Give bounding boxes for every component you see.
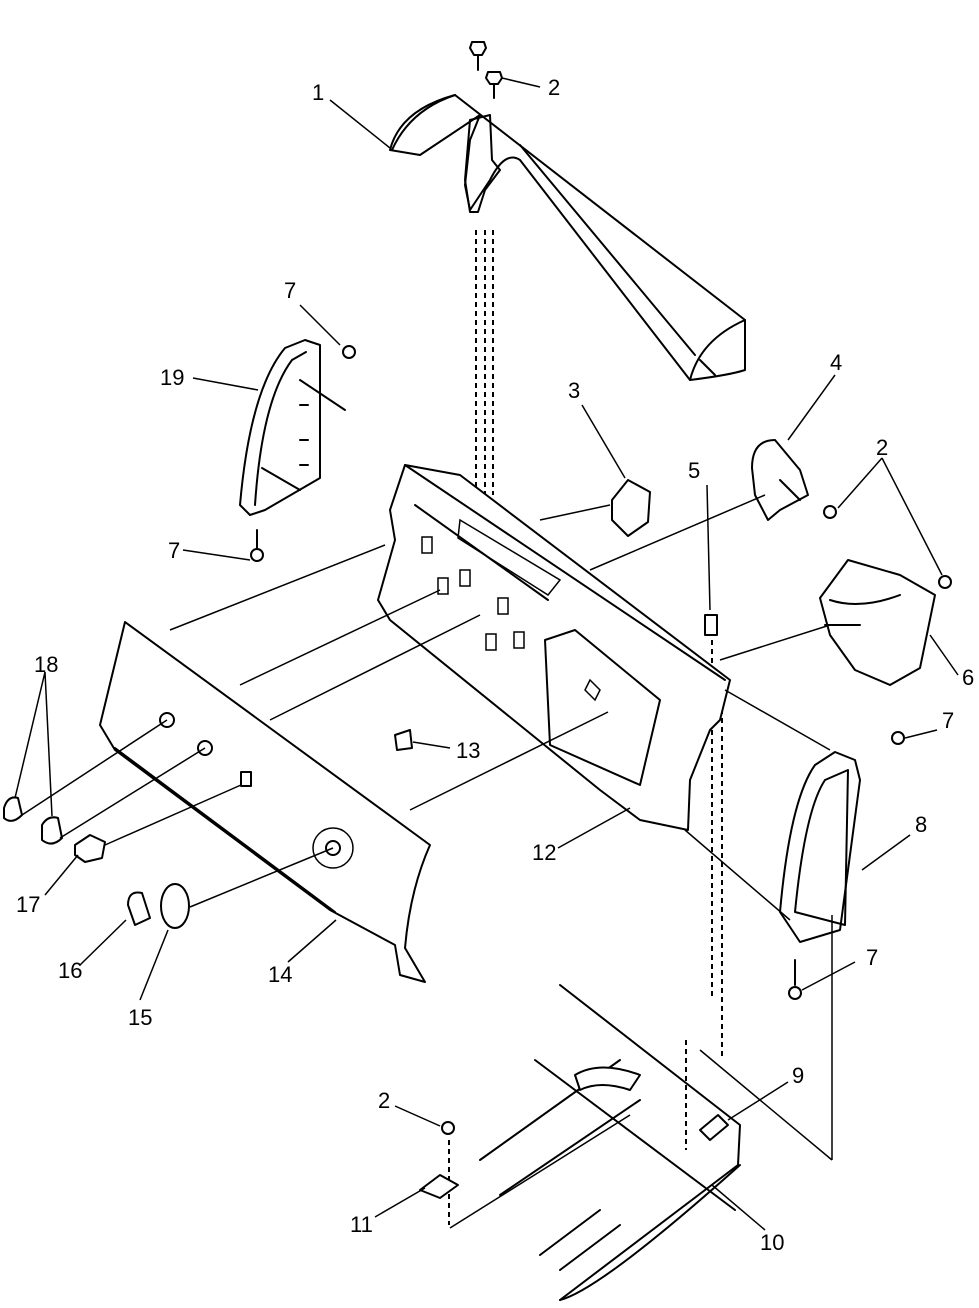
callout-10: 10 [760,1230,784,1255]
callout-1: 1 [312,80,324,105]
part-top-cap [389,94,746,381]
callout-16: 16 [58,958,82,983]
part-16-knob [127,891,151,926]
callout-19: 19 [160,365,184,390]
screw-2-bottom [441,1121,455,1135]
part-pressure-switch [751,439,809,521]
callout-leaders [14,77,959,1231]
callout-7-bottom-right: 7 [866,945,878,970]
assembly-lines [21,494,833,1229]
part-timer [819,559,936,686]
screw-7-bottom-right [788,959,802,1000]
knob-18-lower [41,816,63,845]
knob-18-upper [3,796,23,822]
part-console-backsplash [377,464,731,831]
callout-7-right: 7 [942,708,954,733]
callout-14: 14 [268,962,292,987]
callout-3: 3 [568,378,580,403]
callout-7-bottom-left: 7 [168,538,180,563]
callout-5: 5 [688,458,700,483]
callout-7-top-left: 7 [284,278,296,303]
part-cabinet-top [479,984,741,1301]
callout-15: 15 [128,1005,152,1030]
screw-2-switch [823,505,837,519]
part-switch [611,479,651,537]
callout-2-top: 2 [548,75,560,100]
callout-18: 18 [34,652,58,677]
callout-4: 4 [830,350,842,375]
screw-top-right [485,71,503,99]
screw-5 [704,614,718,636]
part-front-panel [99,621,431,983]
screw-7-right [891,731,905,745]
callout-2-bottom: 2 [378,1088,390,1113]
callout-13: 13 [456,738,480,763]
part-15-dial [160,883,190,929]
callout-9: 9 [792,1063,804,1088]
callout-8: 8 [915,812,927,837]
callout-12: 12 [532,840,556,865]
part-right-end-cap [779,751,861,943]
screw-7-bottom-left [250,529,264,562]
part-13-clip [394,729,413,751]
callout-2-right: 2 [876,435,888,460]
screw-2-timer [938,575,952,589]
screw-7-top-left [342,345,356,359]
callout-labels: 1 2 2 2 3 4 5 6 7 7 7 7 8 9 10 11 12 13 … [16,75,974,1255]
screw-top-left [469,41,487,71]
callout-6: 6 [962,665,974,690]
part-11-clip [419,1174,459,1199]
part-17-selector [74,834,106,863]
callout-17: 17 [16,892,40,917]
part-9-bracket [699,1114,729,1141]
part-left-end-cap [239,339,346,516]
callout-11: 11 [350,1212,373,1237]
